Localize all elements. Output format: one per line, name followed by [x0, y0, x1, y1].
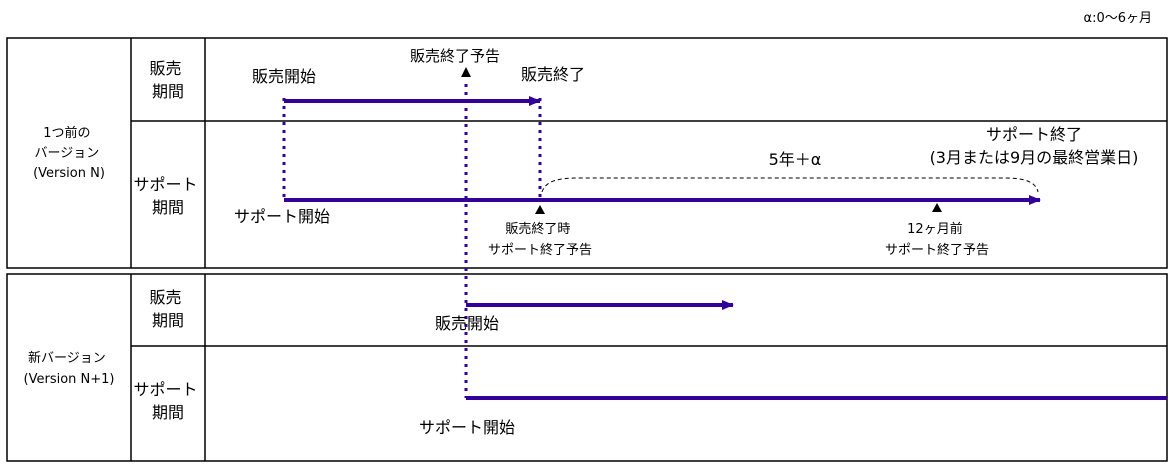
twelve-month-notice-label: 12ヶ月前 サポート終了予告 [885, 221, 989, 258]
sales-end-notice-label: 販売終了予告 [410, 47, 500, 65]
new-version-section: 新バージョン (Version N+1) 販売 期間 サポート 期間 [6, 273, 1168, 462]
sales-end-notice-marker [461, 67, 471, 77]
alpha-note: α:0～6ヶ月 [1084, 11, 1153, 26]
support-end-title: サポート終了 [986, 125, 1082, 144]
notice-at-sales-end-label: 販売終了時 サポート終了予告 [488, 221, 592, 258]
previous-version-label: 1つ前の バージョン (Version N) [33, 125, 105, 181]
sales-end-notice-triangle [535, 205, 545, 214]
previous-version-frame [6, 37, 1168, 269]
new-version-label: 新バージョン (Version N+1) [24, 350, 115, 387]
new-sales-start-label: 販売開始 [435, 314, 499, 333]
support-duration-brace [541, 177, 1039, 193]
previous-support-period-label: サポート 期間 [133, 175, 202, 217]
previous-sales-period-label: 販売 期間 [149, 59, 186, 101]
old-sales-end-label: 販売終了 [521, 65, 585, 84]
support-end-detail: (3月または9月の最終営業日) [930, 148, 1139, 167]
twelve-month-notice-triangle [932, 203, 942, 212]
previous-version-section: 1つ前の バージョン (Version N) 販売 期間 サポート 期間 [6, 37, 1168, 269]
old-sales-start-label: 販売開始 [252, 67, 316, 86]
new-support-start-label: サポート開始 [419, 418, 515, 437]
new-support-period-label: サポート 期間 [133, 380, 202, 422]
new-version-frame [6, 273, 1168, 462]
new-sales-period-label: 販売 期間 [149, 288, 186, 330]
old-support-start-label: サポート開始 [234, 207, 330, 226]
support-duration-label: 5年＋α [769, 150, 822, 169]
